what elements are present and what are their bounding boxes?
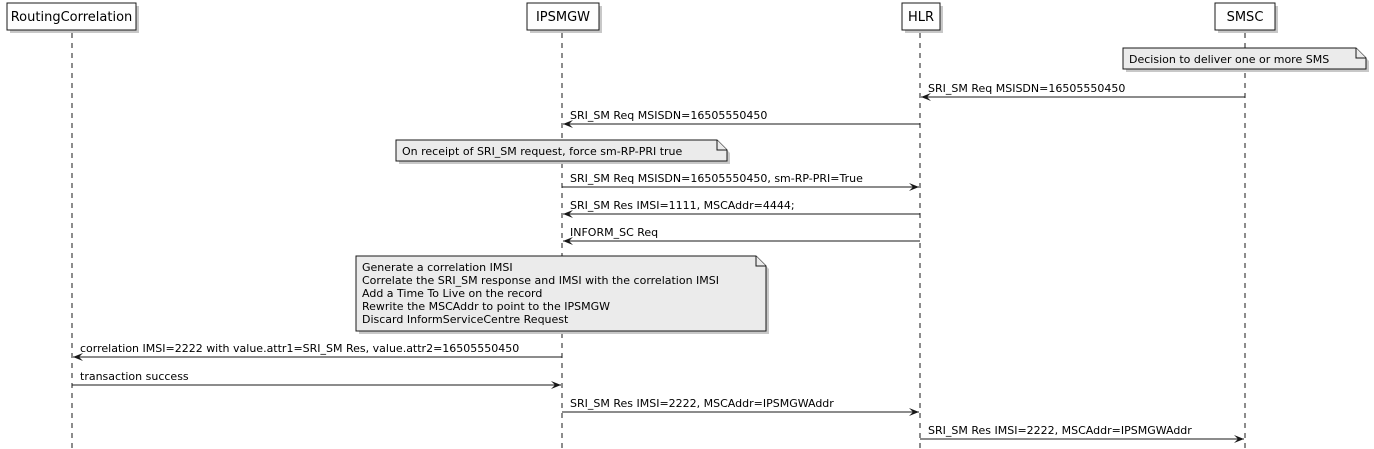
note-line: On receipt of SRI_SM request, force sm-R…: [402, 145, 683, 158]
note-fold-icon: [1355, 48, 1366, 59]
participant-label: HLR: [908, 10, 934, 25]
arrowhead-icon: [563, 237, 573, 245]
message-rc-to-ipsmgw: transaction success: [72, 370, 561, 389]
note-line: Add a Time To Live on the record: [362, 287, 542, 300]
message-label: correlation IMSI=2222 with value.attr1=S…: [80, 342, 519, 355]
participant-box: [901, 2, 941, 31]
participant-box: [1214, 2, 1276, 31]
message-label: INFORM_SC Req: [570, 226, 658, 239]
arrowhead-icon: [909, 183, 919, 191]
message-label: SRI_SM Res IMSI=2222, MSCAddr=IPSMGWAddr: [928, 424, 1192, 437]
participant-smsc: SMSC: [1214, 2, 1278, 33]
participant-label: IPSMGW: [536, 10, 590, 25]
note-line: Rewrite the MSCAddr to point to the IPSM…: [362, 300, 610, 313]
note-body: [1122, 47, 1367, 70]
arrowhead-icon: [921, 93, 931, 101]
arrowhead-icon: [73, 353, 83, 361]
message-smsc-to-hlr: SRI_SM Req MSISDN=16505550450: [921, 82, 1245, 101]
participant-hlr: HLR: [901, 2, 943, 33]
note-fold-icon: [755, 256, 766, 267]
message-label: SRI_SM Req MSISDN=16505550450: [928, 82, 1125, 95]
participant-label: RoutingCorrelation: [11, 10, 133, 25]
message-label: SRI_SM Req MSISDN=16505550450: [570, 109, 767, 122]
message-label: transaction success: [80, 370, 189, 383]
note-body: [395, 139, 728, 162]
message-ipsmgw-to-hlr: SRI_SM Res IMSI=2222, MSCAddr=IPSMGWAddr: [562, 397, 919, 416]
participant-rc: RoutingCorrelation: [6, 2, 139, 33]
note: Decision to deliver one or more SMS: [1122, 47, 1369, 72]
note-fold-icon: [716, 140, 727, 151]
note-line: Generate a correlation IMSI: [362, 261, 513, 274]
arrowhead-icon: [1234, 435, 1244, 443]
note-line: Correlate the SRI_SM response and IMSI w…: [362, 274, 719, 287]
note: On receipt of SRI_SM request, force sm-R…: [395, 139, 730, 164]
note-body: [355, 255, 767, 332]
message-hlr-to-smsc: SRI_SM Res IMSI=2222, MSCAddr=IPSMGWAddr: [920, 424, 1244, 443]
message-hlr-to-ipsmgw: INFORM_SC Req: [563, 226, 920, 245]
message-label: SRI_SM Res IMSI=1111, MSCAddr=4444;: [570, 199, 795, 212]
message-hlr-to-ipsmgw: SRI_SM Res IMSI=1111, MSCAddr=4444;: [563, 199, 920, 218]
arrowhead-icon: [563, 210, 573, 218]
participant-ipsmgw: IPSMGW: [526, 2, 602, 33]
participant-label: SMSC: [1227, 10, 1264, 25]
note-line: Decision to deliver one or more SMS: [1129, 53, 1329, 66]
message-ipsmgw-to-hlr: SRI_SM Req MSISDN=16505550450, sm-RP-PRI…: [562, 172, 919, 191]
participant-box: [6, 2, 137, 31]
message-label: SRI_SM Req MSISDN=16505550450, sm-RP-PRI…: [570, 172, 863, 185]
message-label: SRI_SM Res IMSI=2222, MSCAddr=IPSMGWAddr: [570, 397, 834, 410]
arrowhead-icon: [563, 120, 573, 128]
arrowhead-icon: [909, 408, 919, 416]
message-hlr-to-ipsmgw: SRI_SM Req MSISDN=16505550450: [563, 109, 920, 128]
participant-box: [526, 2, 600, 31]
message-ipsmgw-to-rc: correlation IMSI=2222 with value.attr1=S…: [73, 342, 562, 361]
note-line: Discard InformServiceCentre Request: [362, 313, 569, 326]
arrowhead-icon: [551, 381, 561, 389]
